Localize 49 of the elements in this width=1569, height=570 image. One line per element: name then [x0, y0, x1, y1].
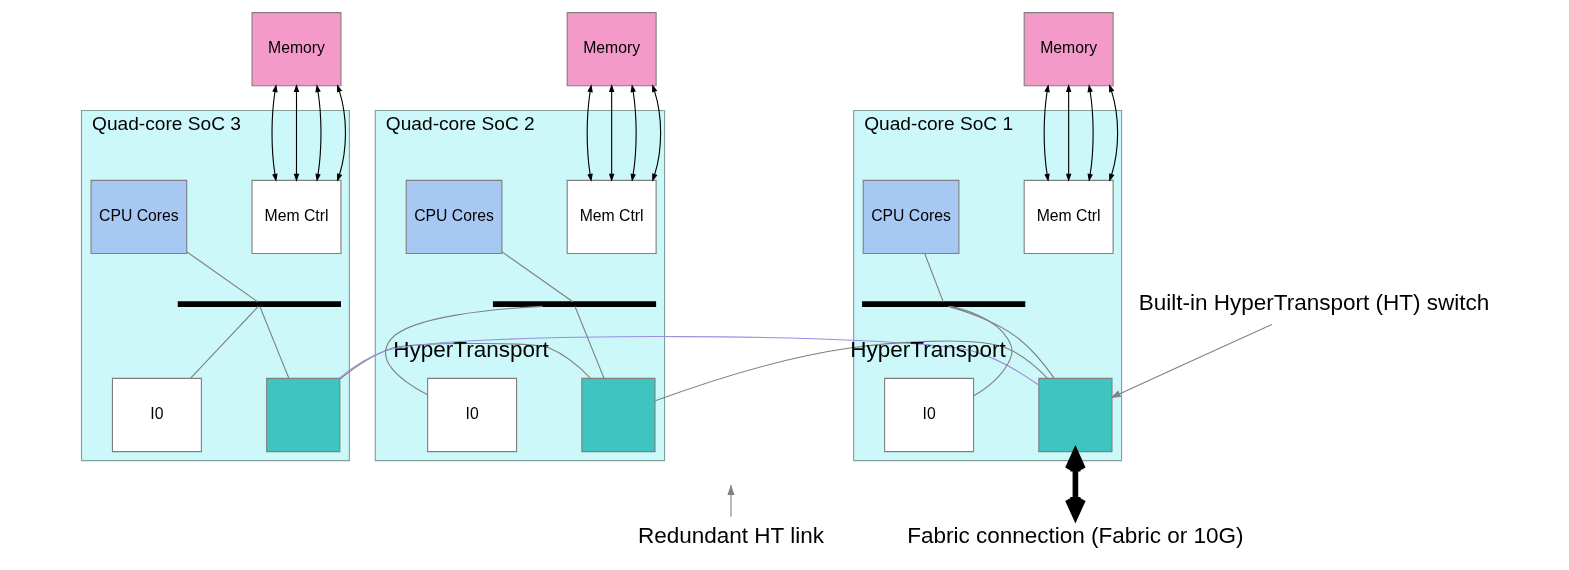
arrow: [726, 484, 735, 518]
node-bar: [177, 301, 341, 307]
connector: [384, 305, 543, 396]
arrow: [608, 84, 614, 182]
arrow: [1108, 84, 1118, 182]
connector: [573, 305, 605, 379]
arrow: [1043, 84, 1050, 182]
arrow: [293, 84, 299, 182]
node-box: Mem Ctrl: [1023, 179, 1114, 255]
node-box: I0: [883, 377, 974, 453]
arrow: [651, 84, 661, 182]
node-bar: [861, 301, 1025, 307]
connector: [189, 305, 259, 379]
node-text: Fabric connection (Fabric or 10G): [906, 522, 1244, 548]
connector: [654, 340, 1048, 402]
node-box: Mem Ctrl: [566, 179, 657, 255]
edge-label: HyperTransport: [392, 337, 549, 363]
arrow: [586, 84, 593, 182]
node-box: [580, 377, 656, 453]
node-box: Mem Ctrl: [250, 179, 342, 255]
connector: [258, 305, 289, 379]
node-bar: [492, 301, 656, 307]
node-box: Memory: [250, 12, 342, 87]
node-box: Memory: [1023, 12, 1114, 87]
node-box: CPU Cores: [862, 179, 959, 255]
connector: [923, 253, 944, 303]
connector: [185, 251, 258, 303]
node-box: Memory: [566, 12, 657, 87]
arrow: [1065, 84, 1071, 182]
connector: [339, 342, 591, 380]
arrow: [1109, 323, 1272, 398]
arrow: [630, 84, 637, 182]
node-text: Built-in HyperTransport (HT) switch: [1138, 289, 1489, 315]
node-box: I0: [111, 377, 202, 453]
connector: [500, 251, 573, 303]
node-box: I0: [426, 377, 517, 453]
connector: [947, 305, 1055, 379]
connector: [338, 336, 1039, 386]
node-box: CPU Cores: [90, 179, 187, 255]
arrow: [1087, 84, 1094, 182]
connector: [949, 305, 1013, 397]
node-box: [265, 377, 340, 453]
node-box: [1037, 377, 1113, 453]
arrow: [270, 84, 278, 182]
node-box: CPU Cores: [405, 179, 502, 255]
edge-label: HyperTransport: [849, 337, 1006, 363]
node-text: Redundant HT link: [637, 522, 824, 548]
arrow: [336, 84, 346, 182]
arrow: [314, 84, 322, 182]
